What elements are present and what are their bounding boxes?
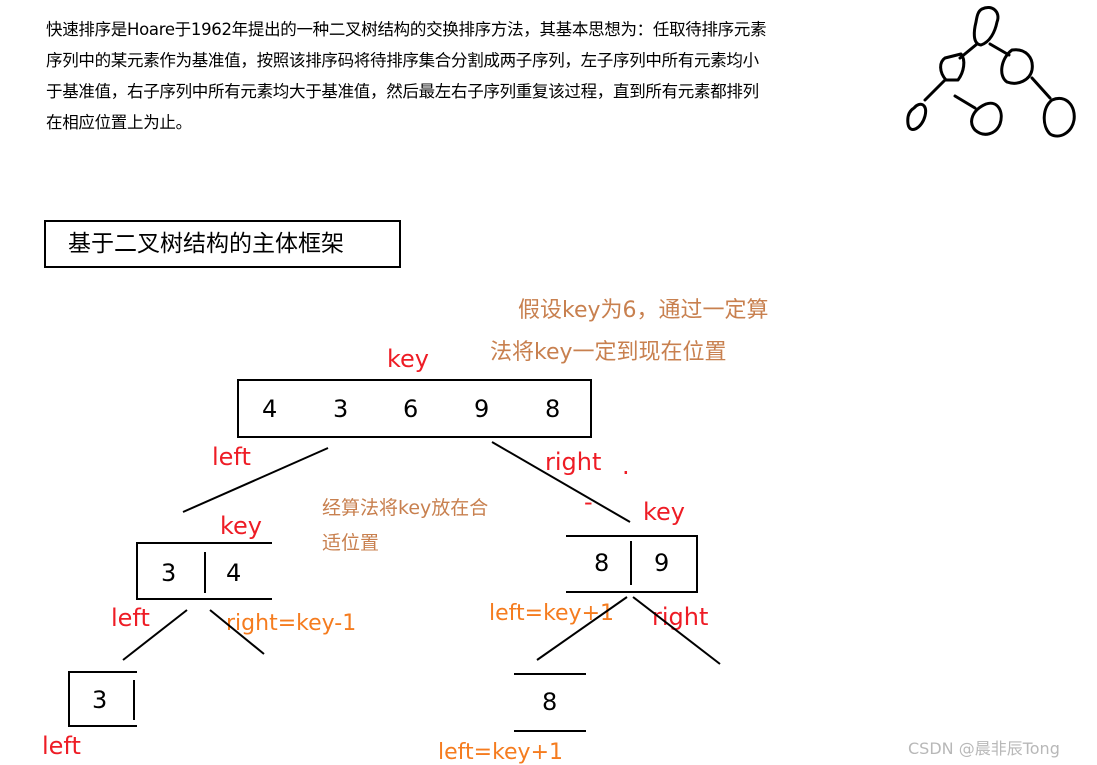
- root-value: 8: [545, 395, 560, 423]
- middle-note-line-2: 适位置: [322, 532, 379, 554]
- intro-line-2: 序列中的某元素作为基准值，按照该排序码将待排序集合分割成两子序列，左子序列中所有…: [46, 51, 759, 70]
- csdn-watermark: CSDN @晨非辰Tong: [908, 739, 1060, 758]
- root-array-box: [237, 379, 592, 438]
- left-child-left-label: left: [111, 604, 150, 632]
- stray-dash: -: [584, 488, 593, 516]
- intro-line-1: 快速排序是Hoare于1962年提出的一种二叉树结构的交换排序方法，其基本思想为…: [46, 20, 767, 39]
- edge-right-child-right: [632, 596, 721, 665]
- right-leaf-left-label: left=key+1: [438, 740, 563, 765]
- middle-note-line-1: 经算法将key放在合: [322, 497, 488, 519]
- left-child-value: 3: [161, 559, 176, 587]
- left-child-key-label: key: [220, 512, 262, 540]
- root-note-line-1: 假设key为6，通过一定算: [518, 298, 769, 323]
- root-value: 3: [333, 395, 348, 423]
- root-left-label: left: [212, 443, 251, 471]
- right-child-left-label: left=key+1: [489, 601, 614, 626]
- root-key-label: key: [387, 345, 429, 373]
- root-value: 9: [474, 395, 489, 423]
- left-leaf-array-box: [68, 671, 137, 727]
- right-child-key-label: key: [643, 498, 685, 526]
- edge-left-child-left: [122, 609, 188, 661]
- edge-left-child-right: [209, 609, 265, 655]
- left-leaf-value: 3: [92, 686, 107, 714]
- intro-line-3: 于基准值，右子序列中所有元素均大于基准值，然后最左右子序列重复该过程，直到所有元…: [46, 82, 759, 101]
- right-child-array-box: [566, 535, 698, 593]
- root-note-line-2: 法将key一定到现在位置: [490, 340, 727, 365]
- section-title: 基于二叉树结构的主体框架: [44, 220, 401, 268]
- right-leaf-value: 8: [542, 688, 557, 716]
- edge-right-child-left: [536, 596, 628, 661]
- intro-line-4: 在相应位置上为止。: [46, 113, 192, 132]
- right-child-value: 9: [654, 549, 669, 577]
- stray-dot: .: [622, 452, 630, 480]
- edge-root-right: [491, 441, 631, 523]
- edge-root-left: [182, 447, 329, 513]
- left-leaf-left-label: left: [42, 732, 81, 760]
- left-child-value: 4: [226, 559, 241, 587]
- right-child-right-label: right: [652, 603, 708, 631]
- left-child-array-box: [136, 542, 272, 600]
- left-child-right-label: right=key-1: [226, 611, 356, 636]
- intro-paragraph: 快速排序是Hoare于1962年提出的一种二叉树结构的交换排序方法，其基本思想为…: [46, 14, 846, 138]
- right-child-value: 8: [594, 549, 609, 577]
- root-value: 6: [403, 395, 418, 423]
- root-right-label: right: [545, 448, 601, 476]
- root-value: 4: [262, 395, 277, 423]
